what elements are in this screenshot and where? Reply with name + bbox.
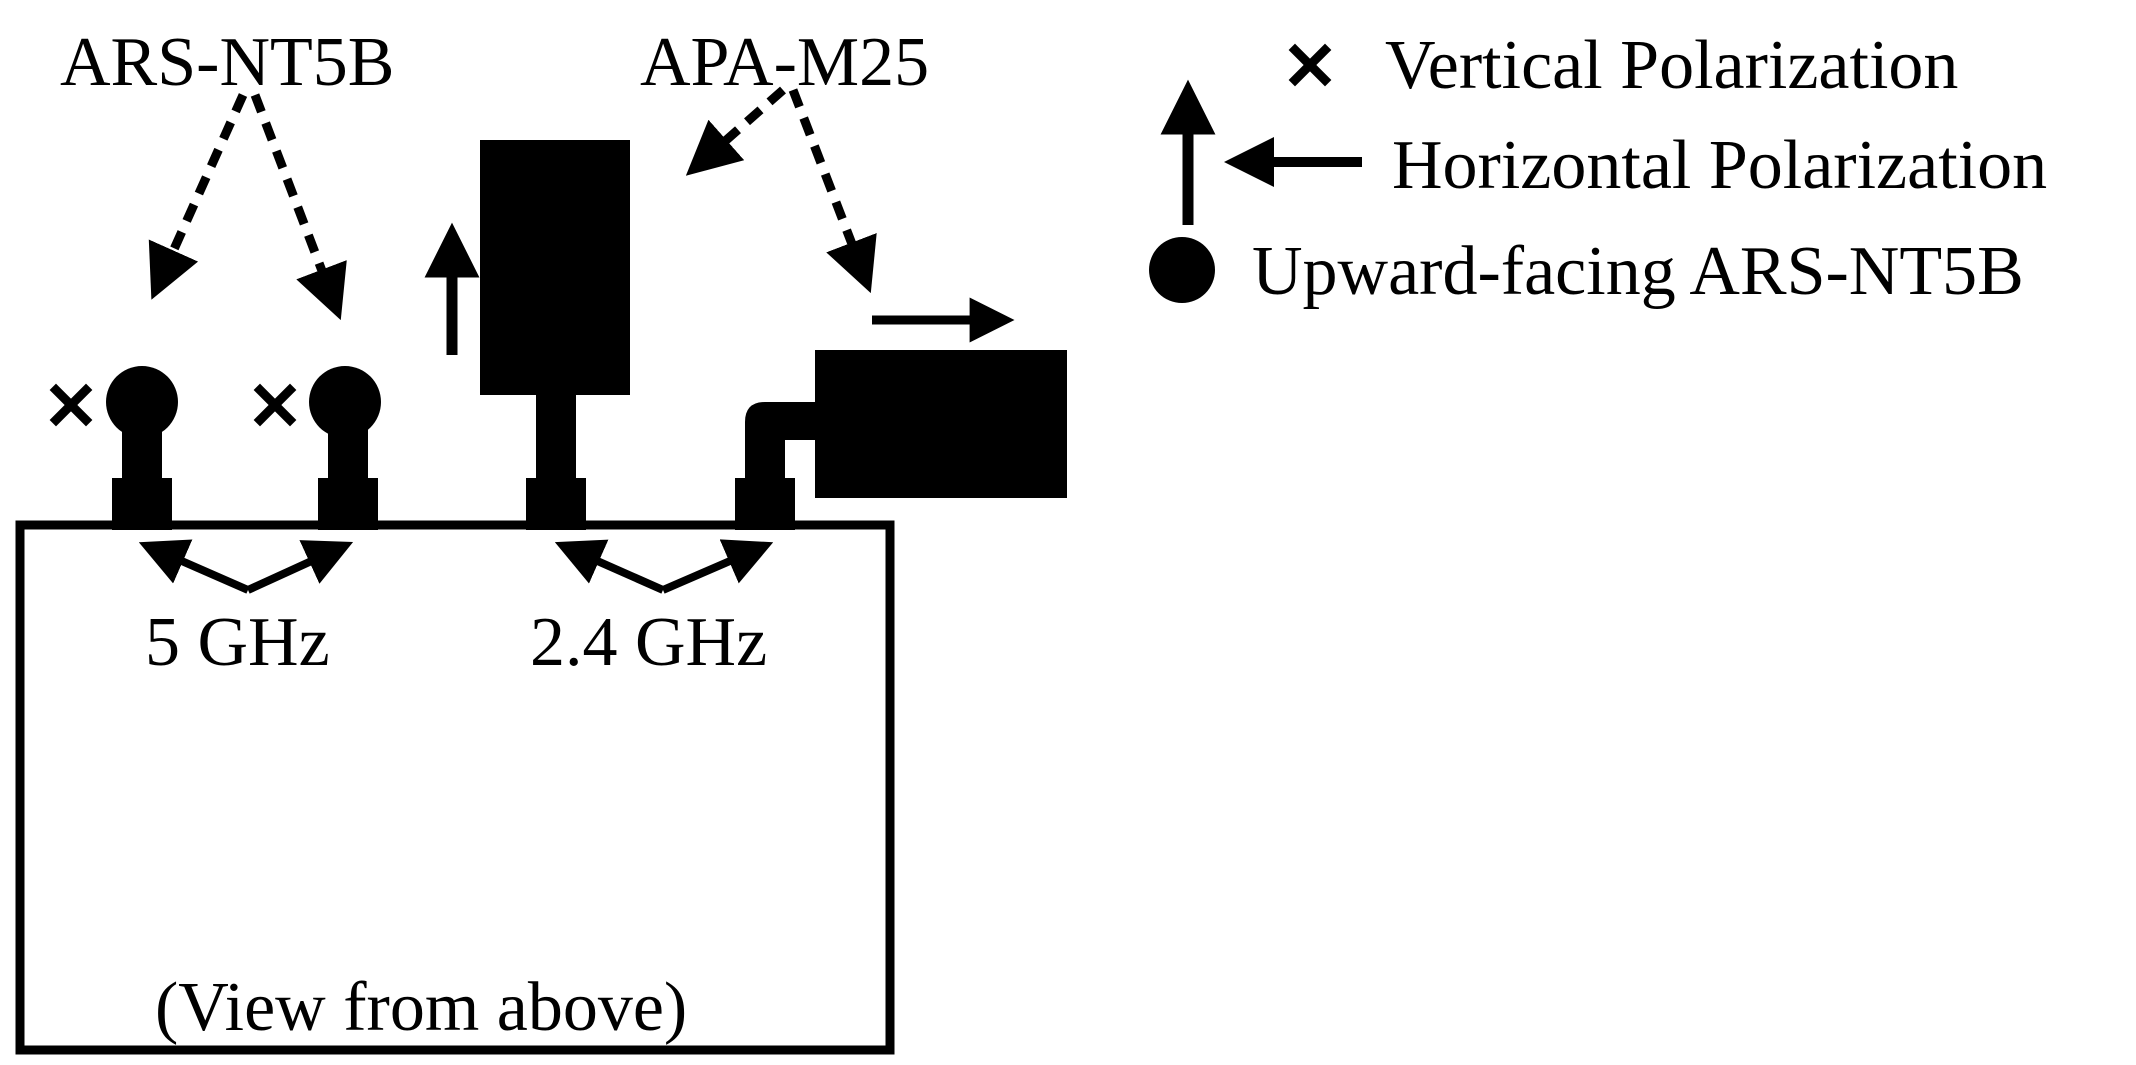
apa-antenna-2: [735, 297, 1067, 530]
connector: [735, 478, 795, 530]
apa-antenna-1: [424, 140, 630, 530]
apa-antenna-label: APA-M25: [640, 24, 929, 101]
band-24ghz-pointer: [554, 539, 774, 594]
view-note-label: (View from above): [155, 969, 687, 1046]
ars-pointers: [148, 93, 347, 321]
band-5ghz-pointer: [138, 539, 354, 594]
legend-vertical-label: Vertical Polarization: [1385, 27, 1958, 104]
antenna-panel: [480, 140, 630, 395]
router-body: [15, 520, 895, 1055]
antenna-stem: [536, 395, 576, 485]
vertical-polarization-mark: [49, 383, 93, 427]
ars-antenna-2: [253, 366, 381, 530]
antenna-panel: [815, 350, 1067, 498]
vertical-polarization-mark: [253, 383, 297, 427]
legend-upward-label: Upward-facing ARS-NT5B: [1252, 233, 2024, 310]
connector: [526, 478, 586, 530]
legend-upward-dot: [1149, 237, 1215, 303]
ars-antenna-1: [49, 366, 178, 530]
band-5ghz-label: 5 GHz: [145, 604, 330, 681]
ars-antenna-label: ARS-NT5B: [60, 24, 394, 101]
connector: [318, 478, 378, 530]
antenna-head: [106, 366, 178, 438]
connector: [112, 478, 172, 530]
antenna-head: [309, 366, 381, 438]
antenna-elbow: [745, 402, 820, 485]
legend-vertical-mark: [1288, 43, 1332, 87]
apa-pointers: [685, 86, 877, 294]
legend-horizontal-label: Horizontal Polarization: [1392, 127, 2047, 204]
legend: Vertical Polarization Horizontal Polariz…: [1149, 27, 2047, 310]
band-24ghz-label: 2.4 GHz: [530, 604, 767, 681]
